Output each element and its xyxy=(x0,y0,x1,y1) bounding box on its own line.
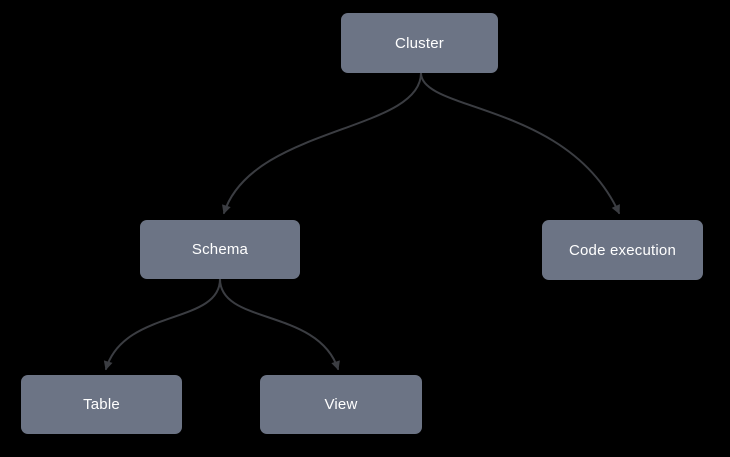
node-schema: Schema xyxy=(140,220,300,279)
node-view: View xyxy=(260,375,422,434)
node-code-execution: Code execution xyxy=(542,220,703,280)
edge-schema-to-view xyxy=(219,278,340,371)
node-label-table: Table xyxy=(83,396,120,413)
node-label-cluster: Cluster xyxy=(395,34,444,52)
node-label-view: View xyxy=(324,396,358,413)
edge-cluster-to-code-execution xyxy=(420,72,620,215)
node-cluster: Cluster xyxy=(341,13,498,73)
node-label-schema: Schema xyxy=(191,241,249,258)
node-table: Table xyxy=(21,375,182,434)
edge-cluster-to-schema xyxy=(222,72,422,215)
node-label-code-execution: Code execution xyxy=(568,241,677,259)
edge-schema-to-table xyxy=(103,278,221,371)
